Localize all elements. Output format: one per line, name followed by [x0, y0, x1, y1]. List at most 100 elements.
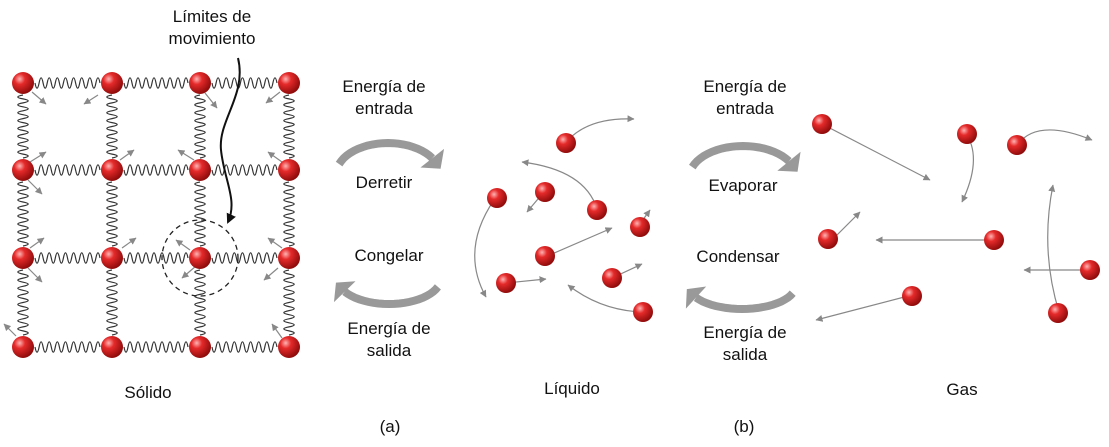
gas-label: Gas [946, 380, 978, 399]
spring [34, 341, 101, 353]
energy-in-a-label: Energía de entrada [342, 76, 425, 120]
motion-curve-arrow [567, 284, 642, 313]
particle [487, 188, 507, 208]
energy-in-b-label: Energía de entrada [703, 76, 786, 120]
spring [211, 341, 278, 353]
particle [278, 336, 300, 358]
motion-arrow [271, 323, 283, 339]
motion-curve-arrow [474, 199, 495, 298]
energy-in-b-line1: Energía de [703, 77, 787, 96]
particle [189, 247, 211, 269]
limits-of-motion-circle [161, 219, 239, 297]
energy-out-a-label: Energía de salida [347, 318, 430, 362]
spring [34, 77, 101, 89]
limits-of-motion-label: Límites de movimiento [169, 6, 256, 50]
evaporate-arrow-head [777, 151, 801, 172]
evaporate-label: Evaporar [708, 176, 778, 195]
particle [633, 302, 653, 322]
energy-out-b-line2: salida [722, 345, 768, 364]
motion-curve-arrow [961, 134, 975, 203]
particle [189, 72, 211, 94]
particle [101, 336, 123, 358]
limits-label-line1: Límites de [172, 7, 252, 26]
particle [1080, 260, 1100, 280]
melt-arrow-head [420, 148, 445, 169]
condense-label: Condensar [696, 247, 780, 266]
motion-curve-arrow [521, 159, 598, 210]
motion-arrow [31, 91, 47, 105]
particle [101, 247, 123, 269]
motion-arrow [175, 239, 191, 251]
motion-arrow [83, 94, 99, 105]
particle [12, 247, 34, 269]
motion-arrow [27, 267, 43, 283]
energy-out-b-label: Energía de salida [703, 322, 786, 366]
limits-label-line2: movimiento [168, 29, 256, 48]
particle [1007, 135, 1027, 155]
motion-arrow [119, 149, 135, 161]
particle [556, 133, 576, 153]
motion-arrow [267, 237, 283, 249]
motion-arrow [267, 151, 283, 163]
spring [34, 164, 101, 176]
spring [17, 181, 29, 247]
solid-lattice-springs [17, 77, 295, 353]
particle [12, 159, 34, 181]
particle [278, 159, 300, 181]
particle [818, 229, 838, 249]
spring [106, 94, 118, 159]
particle [535, 182, 555, 202]
motion-arrow [29, 151, 47, 163]
condense-arrow-head [685, 286, 707, 309]
motion-arrow [204, 92, 218, 109]
spring [123, 341, 189, 353]
particle [278, 72, 300, 94]
particles [12, 72, 1100, 358]
spring [194, 94, 206, 159]
energy-out-b-line1: Energía de [703, 323, 787, 342]
panel-a-label: (a) [379, 417, 401, 436]
liquid-label: Líquido [544, 379, 600, 398]
energy-out-a-line1: Energía de [347, 319, 431, 338]
particle [12, 336, 34, 358]
motion-curve-arrow [567, 115, 635, 141]
motion-arrow [544, 227, 613, 258]
particle-motion-arrows [3, 91, 1093, 339]
particle [101, 72, 123, 94]
motion-arrow [29, 237, 45, 249]
spring [194, 269, 206, 336]
spring [283, 269, 295, 336]
particle [602, 268, 622, 288]
solid-label: Sólido [124, 383, 172, 402]
motion-arrow [263, 267, 279, 281]
energy-in-a-line2: entrada [355, 99, 413, 118]
freeze-label: Congelar [354, 246, 424, 265]
energy-in-b-line2: entrada [716, 99, 774, 118]
spring [106, 269, 118, 336]
particle [101, 159, 123, 181]
particle [902, 286, 922, 306]
spring [211, 164, 278, 176]
limits-pointer-arrow [219, 57, 241, 224]
particle [957, 124, 977, 144]
motion-arrow [181, 265, 197, 279]
melt-label: Derretir [355, 173, 413, 192]
particle [1048, 303, 1068, 323]
particle [630, 217, 650, 237]
motion-arrow [121, 237, 137, 249]
particle [189, 336, 211, 358]
spring [123, 164, 189, 176]
panel-b-label: (b) [733, 417, 755, 436]
particle [984, 230, 1004, 250]
motion-arrow [821, 123, 931, 181]
particle [812, 114, 832, 134]
motion-curve-arrow [1017, 129, 1093, 145]
spring [211, 77, 278, 89]
energy-out-a-line2: salida [366, 341, 412, 360]
spring [283, 94, 295, 159]
spring [194, 181, 206, 247]
spring [106, 181, 118, 247]
particle [535, 246, 555, 266]
motion-arrow [265, 91, 281, 104]
